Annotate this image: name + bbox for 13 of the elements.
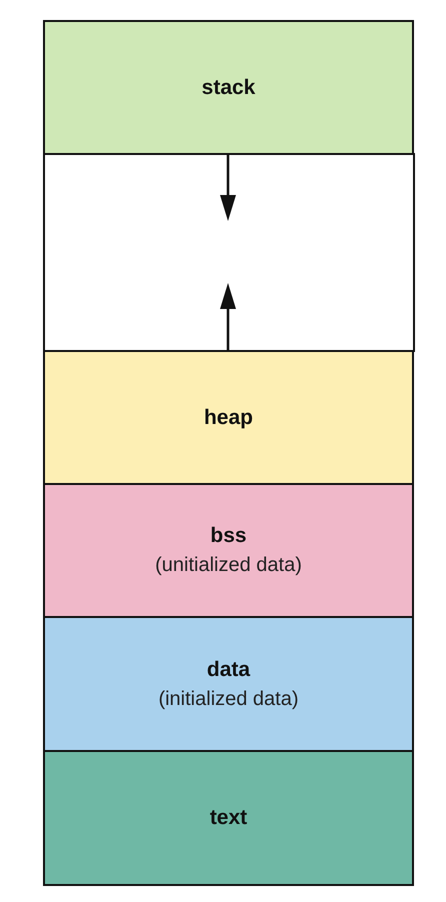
segment-description: (initialized data) xyxy=(158,688,299,710)
memory-segment xyxy=(43,750,414,886)
segment-name: data xyxy=(206,658,250,682)
memory-segment xyxy=(43,616,414,752)
segment-name: heap xyxy=(204,406,253,430)
segment-name: stack xyxy=(202,76,256,100)
segment-name: bss xyxy=(210,524,247,548)
empty-memory-segment xyxy=(43,153,415,352)
segment-name: text xyxy=(210,806,248,830)
segment-description: (unitialized data) xyxy=(155,554,302,577)
memory-segment xyxy=(43,483,414,618)
memory-segment xyxy=(43,350,414,485)
memory-segment xyxy=(43,20,414,155)
